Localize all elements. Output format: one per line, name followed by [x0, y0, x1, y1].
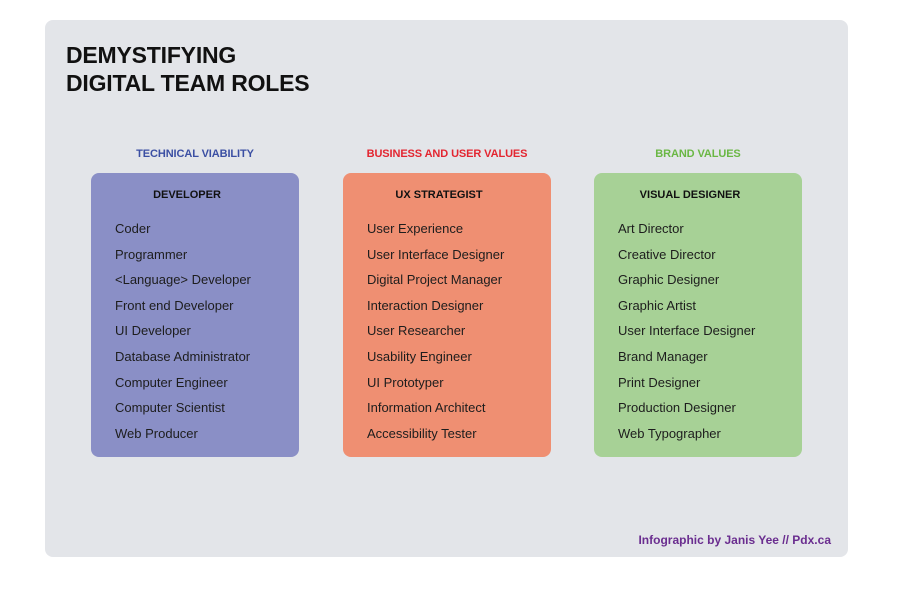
role-item: Usability Engineer	[367, 348, 472, 364]
role-item: Interaction Designer	[367, 297, 484, 313]
role-item: UI Prototyper	[367, 374, 444, 390]
role-item: Graphic Artist	[618, 297, 697, 313]
role-item: User Interface Designer	[367, 246, 505, 262]
role-box-developer: DEVELOPER Coder Programmer <Language> De…	[91, 173, 299, 457]
infographic-title: DEMYSTIFYING DIGITAL TEAM ROLES	[66, 41, 310, 97]
role-item: Coder	[115, 221, 151, 236]
role-list: User Experience User Interface Designer …	[367, 216, 504, 446]
role-item: Database Administrator	[115, 348, 251, 364]
role-item: <Language> Developer	[115, 272, 251, 288]
role-item: Brand Manager	[618, 348, 708, 364]
role-box-header: DEVELOPER	[153, 189, 221, 201]
role-item: Production Designer	[618, 400, 736, 416]
role-item: User Researcher	[367, 323, 466, 339]
role-item: Graphic Designer	[618, 272, 720, 288]
role-item: Information Architect	[367, 400, 486, 416]
infographic-credit: Infographic by Janis Yee // Pdx.ca	[638, 533, 831, 547]
role-item: Web Typographer	[618, 425, 721, 441]
category-label-brand: BRAND VALUES	[655, 148, 741, 160]
role-box-header: UX STRATEGIST	[395, 189, 483, 201]
category-label-technical: TECHNICAL VIABILITY	[136, 148, 254, 160]
role-item: Computer Engineer	[115, 374, 228, 390]
role-item: Digital Project Manager	[367, 272, 503, 288]
role-item: Print Designer	[618, 374, 701, 390]
role-item: Accessibility Tester	[367, 425, 477, 441]
role-item: User Interface Designer	[618, 323, 756, 339]
infographic-panel: DEMYSTIFYING DIGITAL TEAM ROLES TECHNICA…	[45, 20, 848, 557]
title-line-1: DEMYSTIFYING	[66, 42, 237, 68]
role-box-header: VISUAL DESIGNER	[639, 189, 741, 201]
role-box-visual-designer: VISUAL DESIGNER Art Director Creative Di…	[594, 173, 802, 457]
role-item: User Experience	[367, 221, 464, 236]
role-list: Art Director Creative Director Graphic D…	[618, 216, 755, 446]
role-item: Web Producer	[115, 425, 198, 441]
title-line-2: DIGITAL TEAM ROLES	[66, 70, 310, 96]
role-item: Computer Scientist	[115, 400, 225, 416]
role-item: Art Director	[618, 221, 684, 236]
role-item: Creative Director	[618, 246, 716, 262]
role-list: Coder Programmer <Language> Developer Fr…	[115, 216, 251, 446]
role-box-ux-strategist: UX STRATEGIST User Experience User Inter…	[343, 173, 551, 457]
category-label-business: BUSINESS AND USER VALUES	[366, 148, 528, 160]
role-item: UI Developer	[115, 323, 191, 339]
role-item: Programmer	[115, 246, 188, 262]
role-item: Front end Developer	[115, 297, 234, 313]
